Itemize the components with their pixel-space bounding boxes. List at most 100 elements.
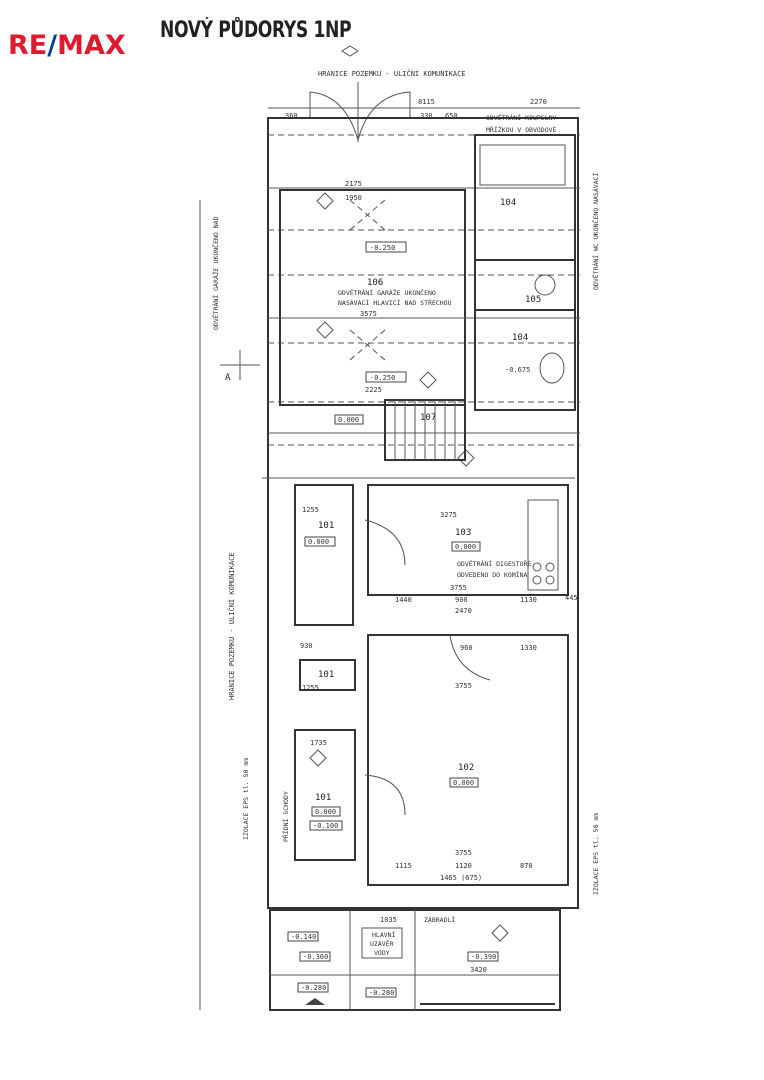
level-label: 0.000 — [453, 779, 474, 787]
outer-wall — [267, 117, 579, 909]
level-label: -0.360 — [303, 953, 328, 961]
plan-line — [309, 820, 343, 831]
logo-slash: / — [47, 30, 58, 61]
plan-line — [467, 951, 499, 962]
room-106-garage — [279, 189, 466, 406]
level-label: -0.250 — [370, 244, 395, 252]
room-number: 101 — [318, 521, 334, 531]
room-104-bathroom — [474, 134, 576, 261]
room-101-storage — [299, 659, 356, 691]
plan-line — [449, 777, 479, 788]
dimension-label: 930 — [300, 642, 313, 650]
room-104-wc — [474, 309, 576, 411]
entry-arrow-icon — [305, 998, 325, 1005]
water-valve-label: VODY — [374, 949, 390, 957]
dimension-label: 1735 — [310, 739, 327, 747]
plan-line — [479, 144, 566, 186]
dimension-label: 960 — [460, 644, 473, 652]
dimension-label: 1255 — [302, 684, 319, 692]
room-number: 103 — [455, 528, 471, 538]
room-number: 106 — [367, 278, 383, 288]
plan-line — [532, 575, 542, 585]
note-railing: ZÁBRADLÍ — [424, 915, 455, 924]
plan-line — [545, 575, 555, 585]
level-label: -0.675 — [505, 366, 530, 374]
gate — [309, 82, 411, 142]
remax-logo: RE/MAX — [8, 30, 126, 61]
dimension-label: 650 — [445, 112, 458, 120]
plan-line — [364, 519, 406, 566]
plan-line — [309, 749, 327, 767]
level-label: -0.250 — [370, 374, 395, 382]
dimension-label: 1130 — [520, 596, 537, 604]
logo-re: RE — [8, 30, 48, 61]
level-label: 0.000 — [315, 808, 336, 816]
level-label: -0.100 — [313, 822, 338, 830]
dimension-label: 3420 — [470, 966, 487, 974]
entrance-marker-icon — [341, 45, 359, 57]
water-valve-label: HLAVNÍ — [372, 930, 396, 939]
dimension-label: 2270 — [530, 98, 547, 106]
plan-line — [545, 562, 555, 572]
level-label: -0.390 — [471, 953, 496, 961]
dimension-label: 1255 — [302, 506, 319, 514]
dimension-label: 1465 (675) — [440, 874, 482, 882]
room-number: 105 — [525, 295, 541, 305]
plan-line — [299, 951, 331, 962]
boundary-left-label: HRANICE POZEMKU - ULIČNÍ KOMUNIKACE — [227, 552, 236, 700]
water-valve-box — [361, 927, 403, 959]
dimension-label: 2175 — [345, 180, 362, 188]
room-101-entry — [294, 729, 356, 861]
plan-line — [220, 350, 260, 380]
room-number: 102 — [458, 763, 474, 773]
note-vent-garage: ODVĚTRÁNÍ GARÁŽE UKONČENO — [338, 288, 436, 297]
level-label: 0.000 — [308, 538, 329, 546]
boundary-top-label: HRANICE POZEMKU - ULIČNÍ KOMUNIKACE — [318, 69, 466, 78]
note-vent-garage: NASÁVACÍ HLAVICÍ NAD STŘECHOU — [338, 298, 452, 307]
plan-line — [527, 499, 559, 591]
level-label: -0.280 — [301, 984, 326, 992]
plan-line — [365, 371, 407, 383]
note-insulation-left: IZOLACE EPS tl. 50 mm — [242, 758, 250, 840]
plan-line — [364, 774, 406, 816]
dimension-label: 2470 — [455, 607, 472, 615]
dimension-label: 3755 — [450, 584, 467, 592]
dimension-label: 3755 — [455, 682, 472, 690]
dimension-label: 1115 — [395, 862, 412, 870]
dimension-label: 3575 — [360, 310, 377, 318]
plan-line — [349, 199, 386, 361]
room-103-kitchen — [367, 484, 569, 596]
room-number: 107 — [420, 413, 436, 423]
section-mark: A — [225, 373, 231, 383]
plan-line — [316, 192, 475, 467]
note-stairs: PŘÍDNÍ SCHODY — [281, 791, 290, 842]
water-valve-label: UZÁVĚR — [370, 939, 394, 948]
dimension-label: 360 — [285, 112, 298, 120]
plan-line — [311, 806, 341, 817]
note-vent-garage-left: ODVĚTRÁNÍ GARÁŽE UKONČENO NAD — [211, 216, 220, 330]
note-vent-hood: ODVEDENO DO KOMÍNA — [457, 570, 528, 579]
dimension-label: 3275 — [440, 511, 457, 519]
plan-line — [365, 987, 397, 998]
level-label: -0.140 — [291, 933, 316, 941]
level-label: 0.000 — [455, 543, 476, 551]
dimension-label: 330 — [420, 112, 433, 120]
dimension-label: 1440 — [395, 596, 412, 604]
plan-line — [287, 931, 319, 942]
dimension-label: 900 — [455, 596, 468, 604]
plan-line — [449, 634, 491, 681]
level-label: -0.280 — [369, 989, 394, 997]
dimension-label: 1035 — [380, 916, 397, 924]
level-label: 0.000 — [338, 416, 359, 424]
dimension-label: 8115 — [418, 98, 435, 106]
room-number: 101 — [315, 793, 331, 803]
note-vent-bathroom: MŘÍŽKOU V OBVODOVÉ — [486, 125, 557, 134]
dimension-label: 870 — [520, 862, 533, 870]
plan-line — [334, 414, 364, 425]
plan-line — [365, 241, 407, 253]
plan-line — [491, 924, 509, 942]
dimension-label: 1950 — [345, 194, 362, 202]
plan-title: NOVÝ PŮDORYS 1NP — [160, 18, 352, 43]
room-101-hall — [294, 484, 354, 626]
